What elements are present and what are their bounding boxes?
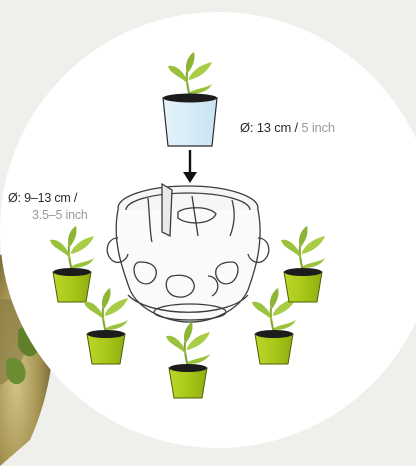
side-pot-size-label: Ø: 9–13 cm / 3.5–5 inch <box>8 190 88 224</box>
insert-pot-size-imperial: 5 inch <box>301 120 335 135</box>
side-pot-size-imperial: 3.5–5 inch <box>8 207 88 224</box>
insert-pot <box>163 52 217 146</box>
insert-pot-size-label: Ø: 13 cm / 5 inch <box>240 120 335 135</box>
insert-pot-size-metric: Ø: 13 cm / <box>240 120 301 135</box>
side-pot-size-metric: Ø: 9–13 cm / <box>8 191 77 205</box>
